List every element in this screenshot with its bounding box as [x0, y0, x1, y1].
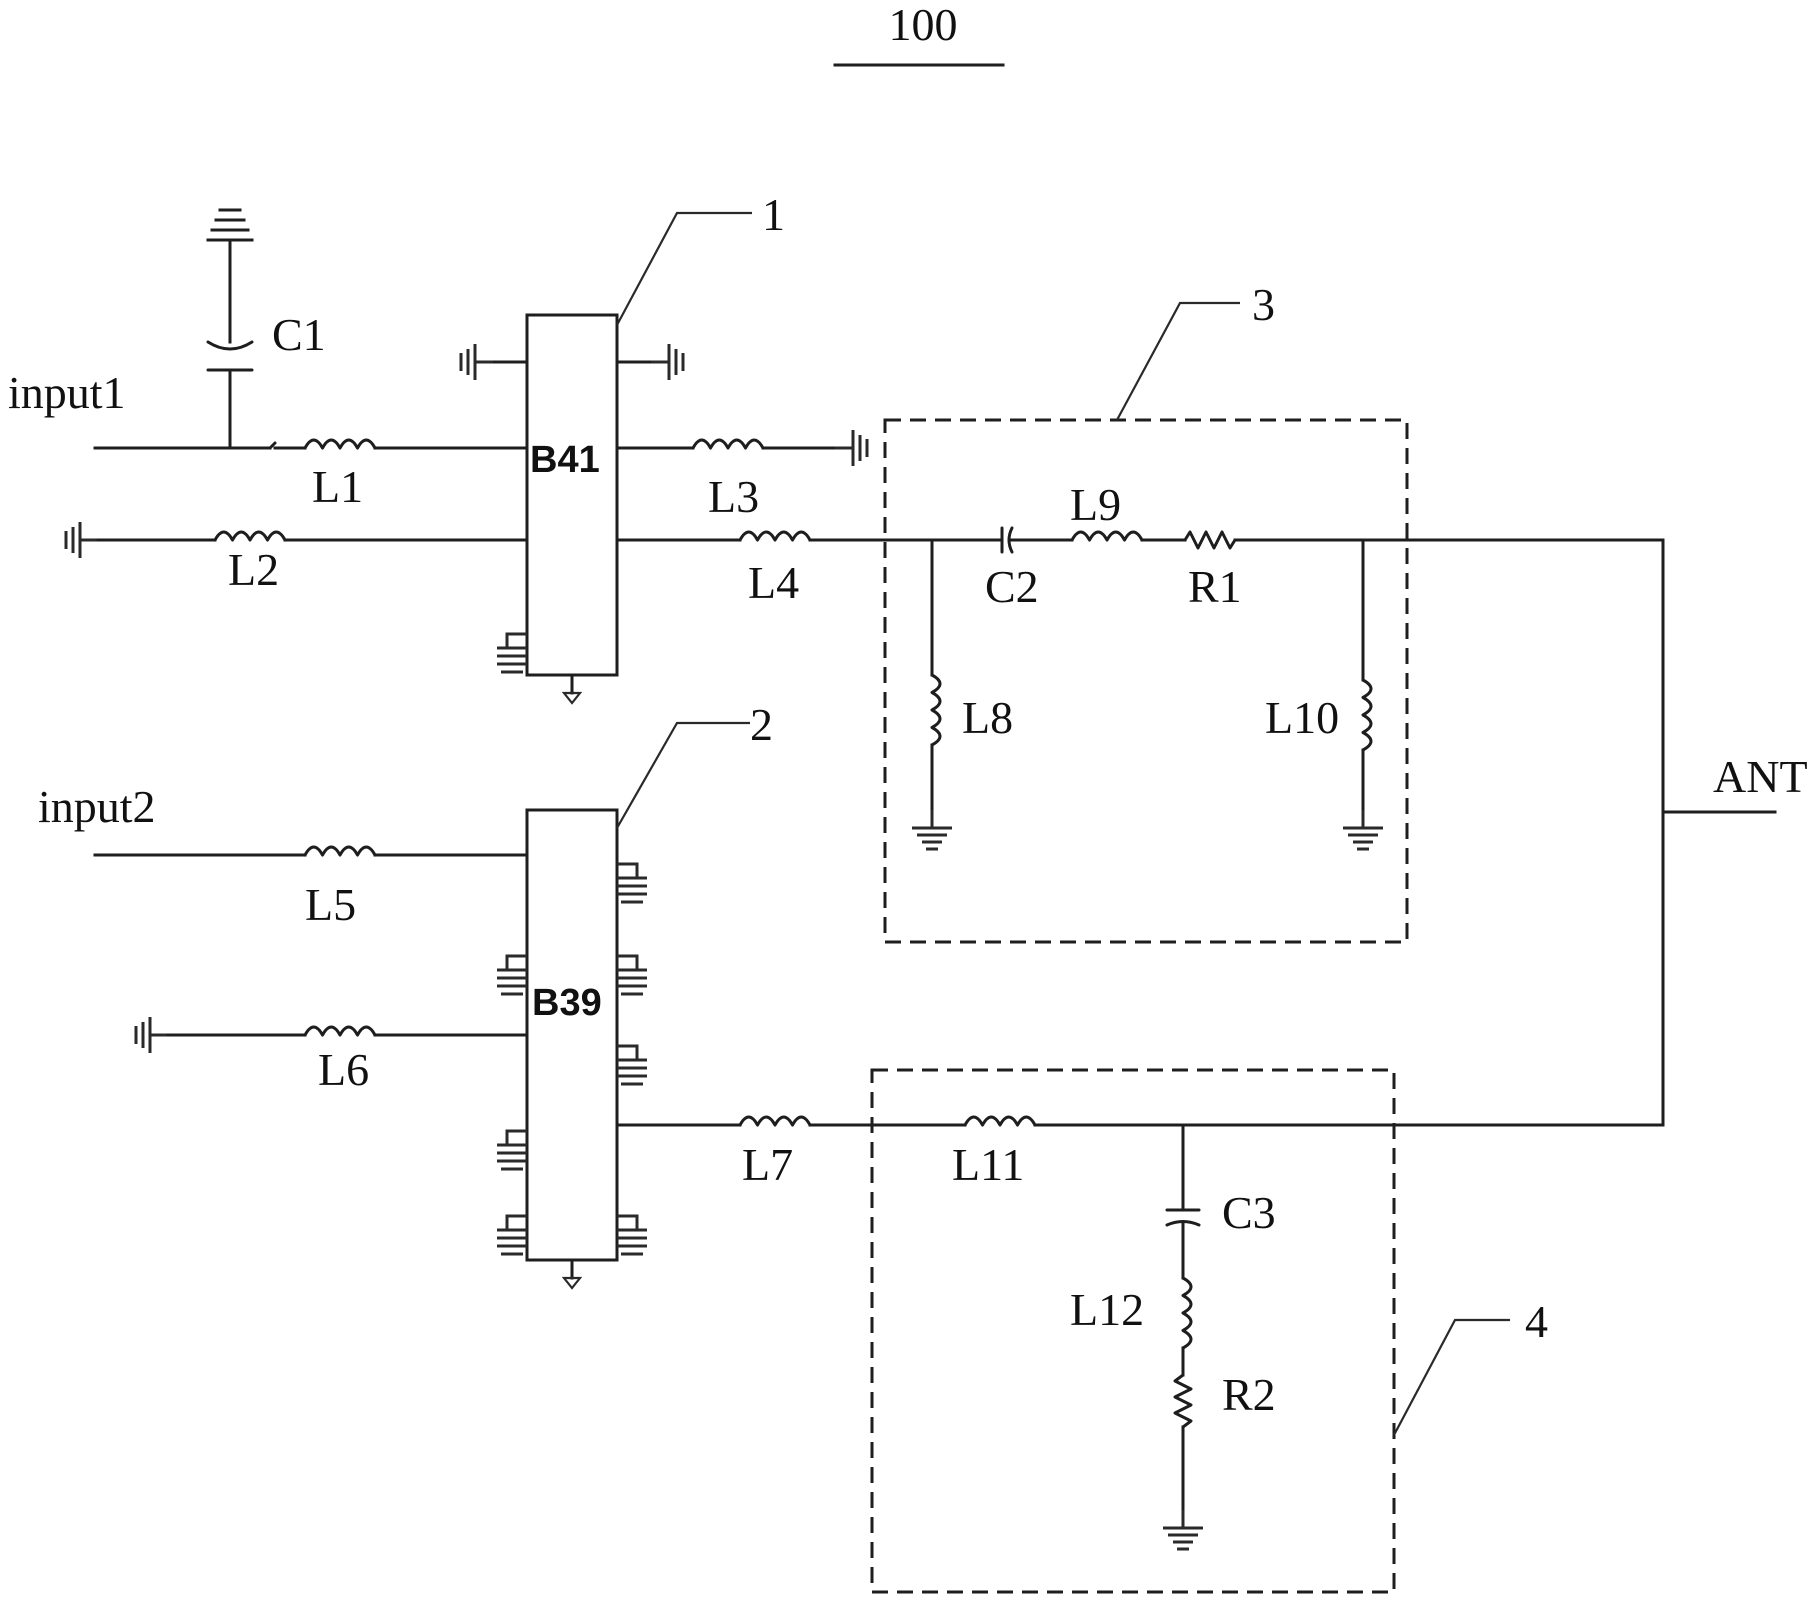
label-L1: L1: [312, 461, 363, 512]
callout-2-label: 2: [750, 699, 773, 750]
filter-2-chip-body: [525, 808, 619, 1262]
callout-3-label: 3: [1252, 279, 1275, 330]
resistor-R1-icon: [1183, 530, 1237, 550]
label-C2: C2: [985, 561, 1039, 612]
inductor-L1-icon: [303, 438, 377, 450]
r2-ground-icon: [1161, 1508, 1205, 1551]
filter-2-right-ground-1-icon: [615, 862, 649, 904]
callout-4-label: 4: [1525, 1296, 1548, 1347]
label-L12: L12: [1070, 1284, 1144, 1335]
filter-2-right-ground-3-icon: [615, 1044, 649, 1086]
filter-2-left-ground-1-icon: [495, 954, 529, 996]
port-input1-label: input1: [8, 367, 126, 418]
inductor-L2-icon: [213, 530, 287, 542]
figure-number: 100: [889, 0, 958, 50]
port-ant-label: ANT: [1713, 751, 1808, 802]
matching-network-4: [870, 1068, 1396, 1594]
callout-1-leader: [616, 211, 752, 326]
l8-ground-icon: [910, 808, 954, 851]
inductor-L8-icon: [930, 673, 942, 747]
label-L11: L11: [952, 1139, 1024, 1190]
resistor-R2-icon: [1173, 1373, 1193, 1429]
inductor-L9-icon: [1070, 530, 1144, 542]
label-L4: L4: [748, 557, 799, 608]
inductor-L4-icon: [738, 530, 812, 542]
filter-1-chip-label: B41: [530, 439, 600, 481]
callout-4-leader: [1393, 1318, 1510, 1436]
filter-2-bottom-pin-icon: [561, 1276, 583, 1290]
label-C1: C1: [272, 309, 326, 360]
filter-1-b41: B41 1: [459, 189, 785, 705]
inductor-L10-icon: [1361, 678, 1373, 752]
filter-1-top-right-ground-icon: [649, 342, 685, 382]
callout-2-leader: [616, 721, 750, 829]
label-R1: R1: [1188, 561, 1242, 612]
filter-2-left-ground-3-icon: [495, 1214, 529, 1256]
label-L2: L2: [228, 544, 279, 595]
filter-1-top-left-ground-icon: [459, 342, 495, 382]
label-L3: L3: [708, 471, 759, 522]
filter-2-right-ground-2-icon: [615, 954, 649, 996]
matching-network-3: [883, 418, 1409, 944]
filter-2-right-ground-4-icon: [615, 1214, 649, 1256]
filter-2-left-ground-2-icon: [495, 1129, 529, 1171]
label-L5: L5: [305, 879, 356, 930]
label-C3: C3: [1222, 1187, 1276, 1238]
inductor-L12-icon: [1181, 1276, 1193, 1350]
filter-1-chip-body: [525, 313, 619, 677]
inductor-L7-icon: [738, 1115, 812, 1127]
label-L6: L6: [318, 1044, 369, 1095]
label-R2: R2: [1222, 1369, 1276, 1420]
label-L7: L7: [742, 1139, 793, 1190]
filter-2-chip-label: B39: [532, 982, 602, 1024]
c1-ground-icon: [206, 208, 254, 242]
l6-ground-icon: [134, 1015, 170, 1055]
callout-1-label: 1: [762, 189, 785, 240]
label-L9: L9: [1070, 479, 1121, 530]
l10-ground-icon: [1341, 808, 1385, 851]
inductor-L11-icon: [963, 1115, 1037, 1127]
label-L10: L10: [1265, 692, 1339, 743]
filter-1-bottom-ground-icon: [495, 632, 529, 674]
filter-1-bottom-pin-icon: [561, 691, 583, 705]
inductor-L5-icon: [303, 845, 377, 857]
callout-3-leader: [1116, 301, 1240, 421]
inductor-L6-icon: [303, 1025, 377, 1037]
label-L8: L8: [962, 692, 1013, 743]
l2-ground-icon: [64, 520, 100, 560]
filter-2-b39: B39 2: [495, 699, 773, 1290]
port-input2-label: input2: [38, 781, 156, 832]
inductor-L3-icon: [691, 438, 765, 450]
l3-ground-icon: [833, 428, 869, 468]
